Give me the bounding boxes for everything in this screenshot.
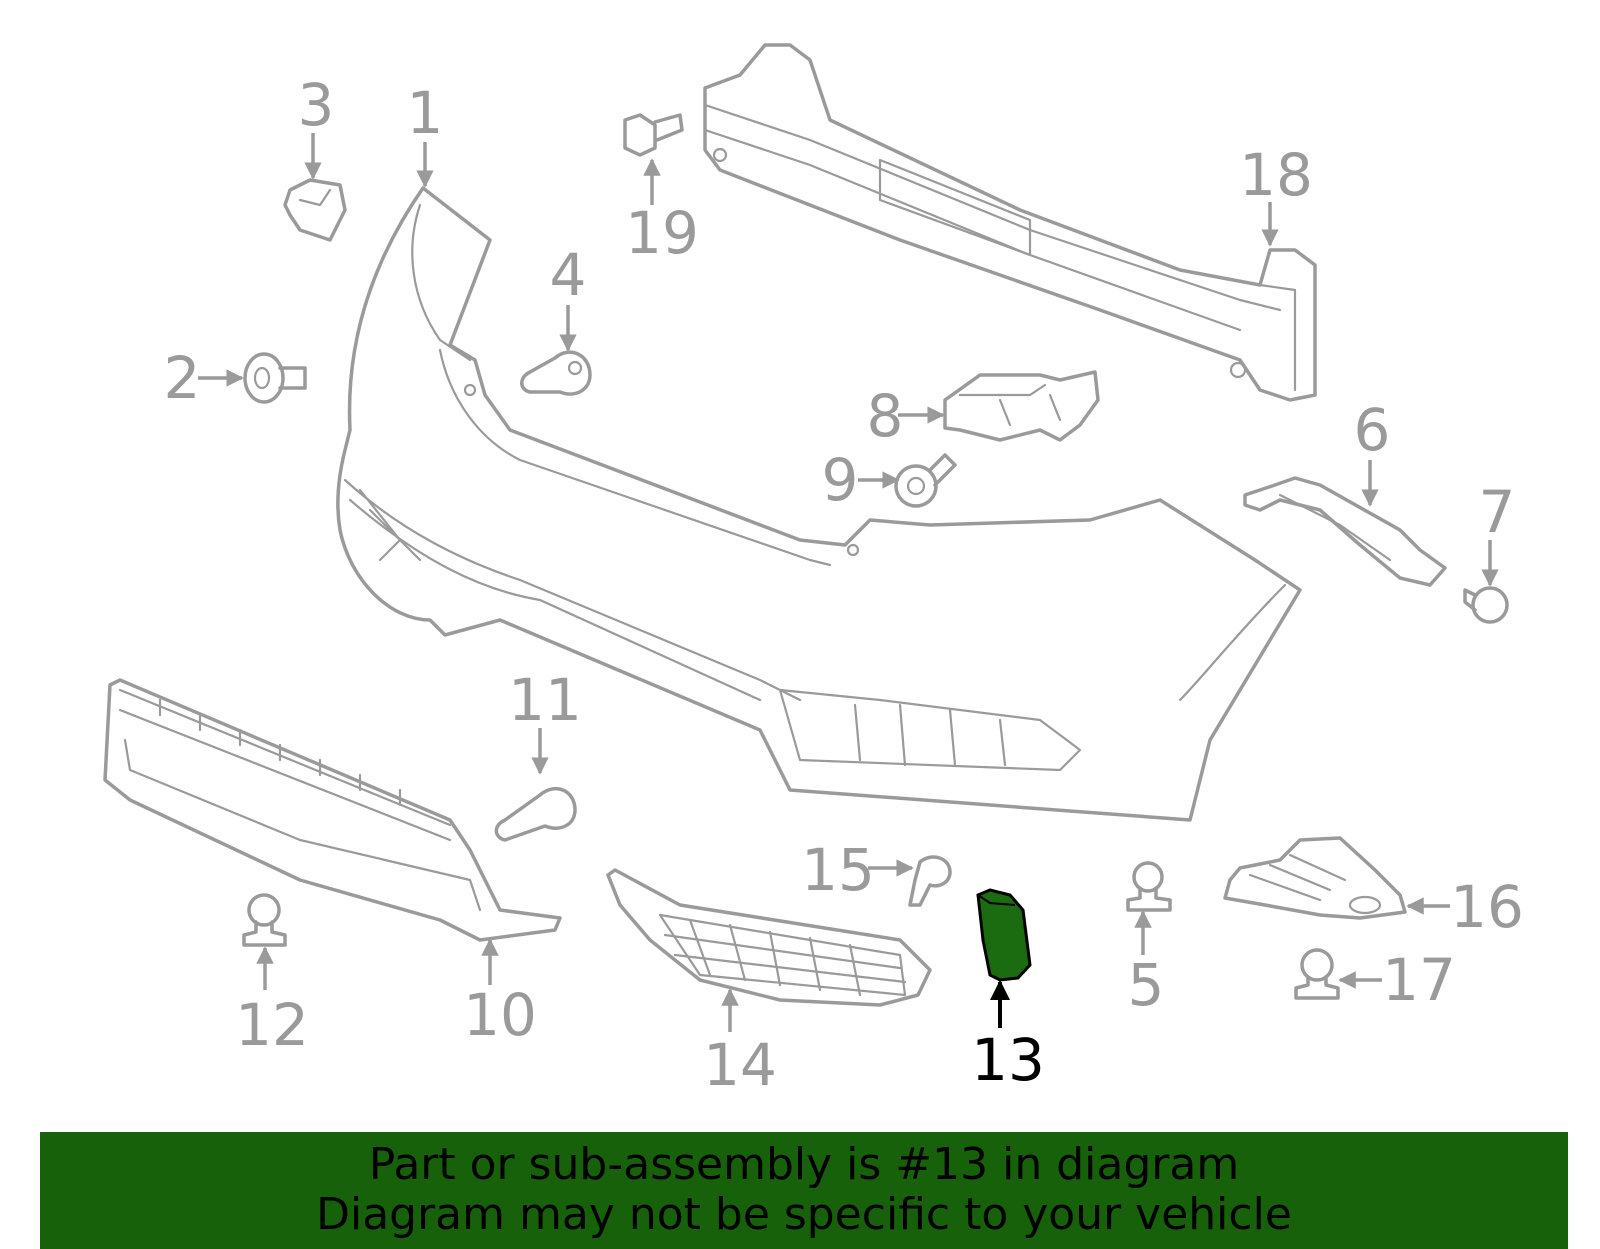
clip-part-12 bbox=[242, 893, 287, 947]
clip-part-7 bbox=[1463, 586, 1509, 624]
callout-19: 19 bbox=[625, 199, 699, 267]
callout-13-highlighted: 13 bbox=[971, 1026, 1045, 1094]
callout-18: 18 bbox=[1239, 141, 1313, 209]
screw-part-11 bbox=[494, 787, 577, 842]
grommet-part-2 bbox=[243, 352, 307, 404]
callout-1: 1 bbox=[407, 79, 444, 147]
reinforcement-beam-part bbox=[703, 43, 1317, 402]
bolt-part-19 bbox=[623, 113, 684, 157]
clip-part-17 bbox=[1294, 948, 1340, 1000]
callout-9: 9 bbox=[822, 446, 859, 514]
callout-3: 3 bbox=[298, 71, 335, 139]
callout-2: 2 bbox=[164, 344, 201, 412]
callout-12: 12 bbox=[235, 991, 309, 1059]
callout-8: 8 bbox=[867, 382, 904, 450]
callout-6: 6 bbox=[1354, 396, 1391, 464]
callout-4: 4 bbox=[550, 241, 587, 309]
callout-16: 16 bbox=[1450, 873, 1524, 941]
leader-arrows bbox=[198, 133, 1499, 1032]
bracket-part-6 bbox=[1243, 476, 1447, 587]
bracket-part-8 bbox=[943, 370, 1100, 442]
highlighted-part-13 bbox=[976, 888, 1032, 982]
clip-part-3 bbox=[283, 178, 347, 242]
callout-5: 5 bbox=[1128, 951, 1165, 1019]
callout-17: 17 bbox=[1382, 946, 1456, 1014]
callout-15: 15 bbox=[801, 836, 875, 904]
banner-line-1: Part or sub-assembly is #13 in diagram bbox=[368, 1139, 1240, 1190]
bumper-cover-part bbox=[336, 186, 1302, 822]
callout-7: 7 bbox=[1479, 478, 1516, 546]
screw-part-4 bbox=[520, 350, 592, 396]
bolt-part-15 bbox=[908, 855, 952, 907]
lower-cover-part-16 bbox=[1223, 836, 1407, 920]
callout-labels: 3 1 2 4 19 18 8 9 6 7 11 12 10 14 15 13 … bbox=[164, 71, 1524, 1099]
grille-part-14 bbox=[606, 868, 932, 1007]
callout-10: 10 bbox=[463, 981, 537, 1049]
bolt-part-9 bbox=[894, 453, 957, 508]
callout-11: 11 bbox=[508, 666, 582, 734]
callout-14: 14 bbox=[703, 1031, 777, 1099]
banner-line-2: Diagram may not be specific to your vehi… bbox=[316, 1189, 1292, 1240]
clip-part-5 bbox=[1126, 861, 1172, 912]
info-banner: Part or sub-assembly is #13 in diagram D… bbox=[40, 1132, 1568, 1249]
lower-spoiler-part-10 bbox=[103, 678, 562, 942]
